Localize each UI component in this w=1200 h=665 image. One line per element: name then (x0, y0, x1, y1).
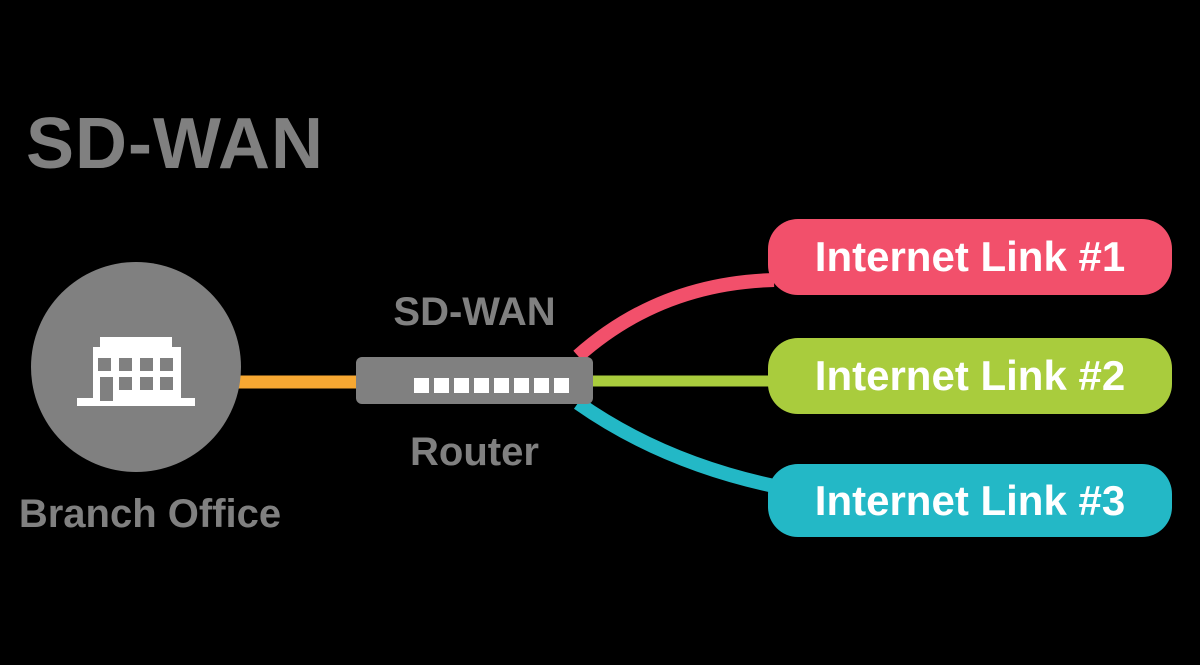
internet-link-3-label: Internet Link #3 (814, 476, 1126, 524)
internet-link-1-label: Internet Link #1 (814, 233, 1126, 280)
router-to-link1-curve (573, 273, 775, 362)
router-label-router: Router (410, 430, 539, 474)
router-label-sdwan: SD-WAN (393, 290, 556, 334)
internet-link-2: Internet Link #2 (768, 338, 1172, 414)
router-ports (414, 378, 569, 393)
branch-office-node (31, 262, 241, 472)
router-node (356, 357, 593, 404)
internet-link-1: Internet Link #1 (768, 219, 1172, 295)
internet-link-3: Internet Link #3 (768, 464, 1172, 537)
internet-link-2-label: Internet Link #2 (814, 352, 1126, 399)
building-icon (77, 337, 195, 406)
page-title: SD-WAN (26, 104, 324, 185)
router-to-link3-curve (573, 397, 776, 493)
branch-office-label: Branch Office (18, 492, 282, 536)
